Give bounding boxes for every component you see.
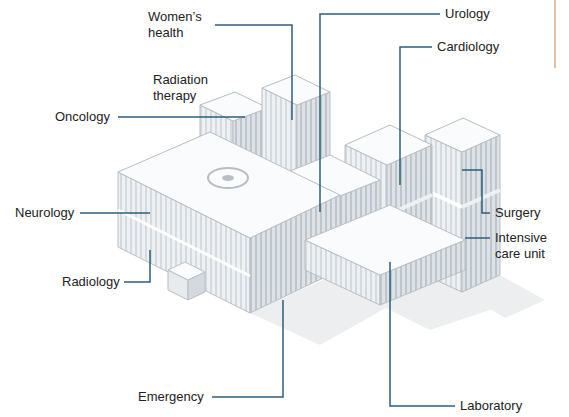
- department-label: Urology: [445, 6, 490, 22]
- panel-border: [554, 0, 556, 68]
- department-label: Intensive care unit: [495, 230, 561, 262]
- department-label: Surgery: [495, 205, 541, 221]
- department-label: Neurology: [15, 205, 74, 221]
- department-label: Cardiology: [437, 39, 499, 55]
- department-label: Radiology: [62, 274, 120, 290]
- department-label: Oncology: [55, 109, 110, 125]
- department-label: Emergency: [138, 389, 204, 405]
- leader-lines: [80, 14, 490, 406]
- department-label: Radiation therapy: [153, 72, 223, 104]
- department-label: Laboratory: [460, 398, 522, 414]
- department-label: Women’s health: [148, 9, 214, 41]
